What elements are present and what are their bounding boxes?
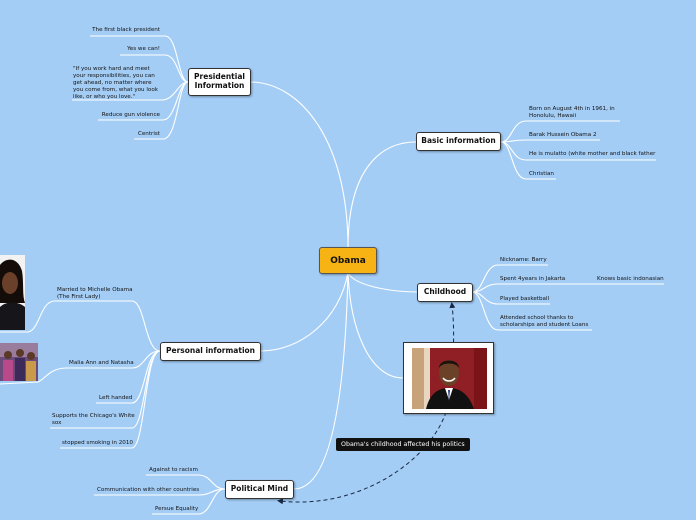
leaf-against-racism[interactable]: Against to racism [149, 467, 198, 473]
leaf-basketball[interactable]: Played basketball [500, 296, 550, 302]
family-image [0, 343, 38, 381]
curve-root-childhood [347, 271, 418, 293]
leaf-born[interactable]: Born on August 4th in 1961, in Honolulu,… [529, 106, 615, 119]
leaf-daughters[interactable]: Malia Ann and Natasha [69, 360, 134, 366]
leaf-reduce-gun-violence[interactable]: Reduce gun violence [101, 112, 160, 118]
curve-root-presidential [249, 81, 349, 249]
curve-root-basic [347, 141, 417, 249]
leaf-left-handed[interactable]: Left handed [99, 395, 133, 401]
image-node-obama-portrait[interactable] [403, 342, 494, 414]
leaf-communication[interactable]: Communication with other countries [97, 487, 200, 493]
curve-root-personal [260, 271, 349, 352]
curve-root-political [293, 271, 349, 490]
leaf-christian[interactable]: Christian [529, 171, 554, 177]
curve-root-photo [347, 271, 404, 379]
obama-portrait-image [412, 348, 487, 409]
branch-personal-information[interactable]: Personal information [160, 342, 261, 361]
leaf-white-sox[interactable]: Supports the Chicago's White sox [52, 413, 135, 426]
leaf-quote[interactable]: "If you work hard and meet your responsi… [73, 66, 159, 100]
leaf-yes-we-can[interactable]: Yes we can! [127, 46, 160, 52]
leaf-full-name[interactable]: Barak Hussein Obama 2 [529, 132, 597, 138]
branch-curves [0, 35, 664, 515]
relationship-label[interactable]: Obama's childhood affected his politics [336, 438, 470, 451]
leaf-first-black-president[interactable]: The first black president [92, 27, 160, 33]
leaf-jakarta[interactable]: Spent 4years in Jakarta [500, 276, 566, 282]
relationship-connector [277, 411, 447, 505]
branch-childhood[interactable]: Childhood [417, 283, 473, 302]
leaf-stopped-smoking[interactable]: stopped smoking in 2010 [62, 440, 133, 446]
leaf-mulatto[interactable]: He is mulatto (white mother and black fa… [529, 151, 656, 157]
branch-political-mind[interactable]: Political Mind [225, 480, 294, 499]
branch-basic-information[interactable]: Basic information [416, 132, 501, 151]
leaf-equality[interactable]: Persue Equality [155, 506, 199, 512]
leaf-indonasian[interactable]: Knows basic indonasian [597, 276, 664, 282]
leaf-married[interactable]: Married to Michelle Obama (The First Lad… [57, 287, 133, 300]
branch-presidential-information[interactable]: Presidential Information [188, 68, 251, 96]
leaf-centrist[interactable]: Centrist [137, 131, 160, 137]
leaf-school[interactable]: Attended school thanks to scholarships a… [500, 315, 589, 328]
leaf-nickname[interactable]: Nickname: Barry [500, 257, 547, 263]
root-node-obama[interactable]: Obama [319, 247, 377, 274]
michelle-obama-image [0, 255, 25, 330]
